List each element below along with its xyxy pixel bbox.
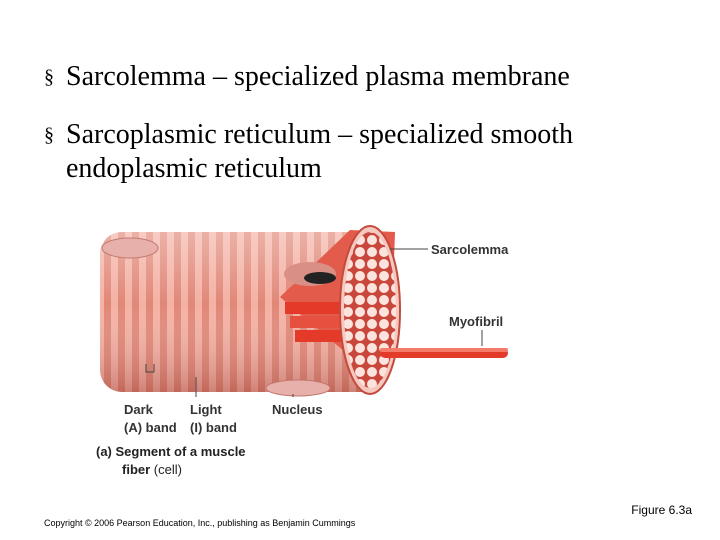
bullet-sarcoplasmic-reticulum: § Sarcoplasmic reticulum – specialized s… [44, 118, 684, 186]
caption-cell: (cell) [150, 462, 182, 477]
label-i-band: (I) band [190, 420, 237, 435]
nucleus-top [101, 237, 159, 259]
bullet-mark: § [44, 124, 54, 146]
bullet-sarcolemma: § Sarcolemma – specialized plasma membra… [44, 60, 684, 94]
caption-line1: Segment of a muscle [115, 444, 246, 459]
label-a-band: (A) band [124, 420, 177, 435]
label-nucleus: Nucleus [272, 402, 323, 417]
myofibril [380, 348, 508, 358]
label-myofibril: Myofibril [449, 314, 504, 329]
figure-caption: (a) Segment of a muscle fiber (cell) [96, 443, 246, 479]
cross-section [339, 225, 401, 395]
copyright-notice: Copyright © 2006 Pearson Education, Inc.… [44, 518, 356, 528]
caption-prefix: (a) [96, 444, 116, 459]
bullet-text: Sarcoplasmic reticulum – specialized smo… [66, 119, 573, 184]
leader-lines [145, 248, 483, 397]
bullet-text: Sarcolemma – specialized plasma membrane [66, 61, 570, 92]
label-sarcolemma: Sarcolemma [431, 242, 509, 257]
nucleus-bottom [265, 379, 331, 397]
label-light-band: Light [190, 402, 222, 417]
label-dark-band: Dark [124, 402, 153, 417]
cut-nucleus-dark [304, 272, 336, 284]
caption-fiber: fiber [122, 462, 151, 477]
figure-number: Figure 6.3a [631, 503, 692, 517]
muscle-fiber-illustration [100, 225, 508, 397]
bullet-mark: § [44, 66, 54, 88]
